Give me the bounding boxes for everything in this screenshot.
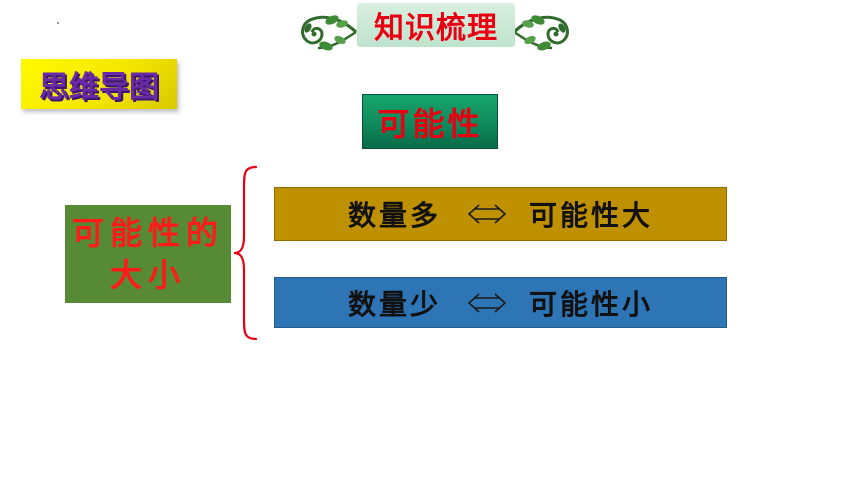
- decorative-dot: [57, 22, 59, 24]
- mind-map-badge: 思维导图: [21, 59, 177, 109]
- double-arrow-icon: [467, 204, 507, 224]
- relation-row-less: 数量少 可能性小: [274, 277, 727, 328]
- category-line-2: 大小: [109, 256, 186, 294]
- page-title: 知识梳理: [357, 3, 515, 47]
- row-left-text: 数量少: [347, 287, 441, 321]
- double-arrow-icon: [467, 292, 507, 313]
- relation-row-more: 数量多 可能性大: [274, 187, 727, 241]
- leaf-ornament-icon: [301, 15, 358, 51]
- row-left-text: 数量多: [347, 199, 441, 232]
- row-right-text: 可能性小: [529, 287, 654, 321]
- category-node: 可能性的 大小: [65, 205, 231, 303]
- topic-node: 可能性: [362, 94, 498, 149]
- category-line-1: 可能性的: [71, 214, 224, 252]
- curly-brace: [233, 165, 258, 341]
- leaf-ornament-icon: [512, 15, 569, 51]
- row-right-text: 可能性大: [529, 199, 654, 232]
